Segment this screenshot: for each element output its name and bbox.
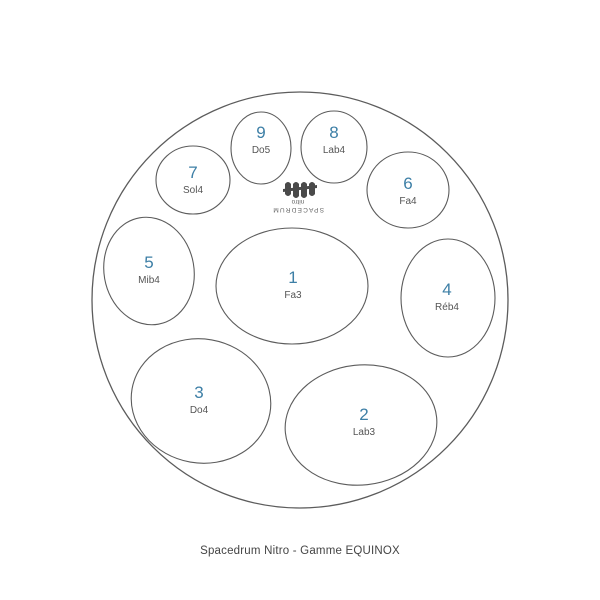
pad-5-shape[interactable] [95,210,202,332]
pad-note: Mib4 [138,275,160,286]
brand-logo: SPACEDRUM nitro [272,182,324,213]
pad-note: Do4 [190,405,209,416]
pad-number: 8 [329,123,338,142]
pad-note: Fa3 [284,290,302,301]
pad-4-shape[interactable] [400,238,496,358]
spacedrum-logo-icon [283,182,317,198]
pad-1-label: 1 Fa3 [284,268,302,301]
pad-2-label: 2 Lab3 [353,405,376,438]
diagram-caption: Spacedrum Nitro - Gamme EQUINOX [200,545,400,557]
pad-number: 6 [403,174,412,193]
pad-note: Do5 [252,145,271,156]
pad-number: 2 [359,405,368,424]
pad-number: 3 [194,383,203,402]
pad-5-label: 5 Mib4 [138,253,160,286]
pad-note: Réb4 [435,302,459,313]
pad-note: Lab3 [353,427,376,438]
pad-1-shape[interactable] [215,227,369,345]
pad-note: Lab4 [323,145,346,156]
pad-7-shape[interactable] [155,145,231,215]
pad-number: 9 [256,123,265,142]
pad-note: Sol4 [183,185,203,196]
pad-6-shape[interactable] [366,151,450,229]
pad-number: 5 [144,253,153,272]
pad-note: Fa4 [399,196,417,207]
pad-number: 7 [188,163,197,182]
brand-model: nitro [291,198,304,205]
pad-8-label: 8 Lab4 [323,123,346,156]
pad-6-label: 6 Fa4 [399,174,417,207]
pad-number: 4 [442,280,451,299]
pad-3-label: 3 Do4 [190,383,209,416]
pad-3-shape[interactable] [121,328,280,474]
brand-name: SPACEDRUM [272,206,324,213]
pad-number: 1 [288,268,297,287]
pad-2-shape[interactable] [279,357,443,492]
pad-9-shape[interactable] [230,111,292,185]
pads-group [95,110,496,492]
pad-9-label: 9 Do5 [252,123,271,156]
pad-4-label: 4 Réb4 [435,280,459,313]
pad-7-label: 7 Sol4 [183,163,203,196]
pad-8-shape[interactable] [300,110,368,184]
